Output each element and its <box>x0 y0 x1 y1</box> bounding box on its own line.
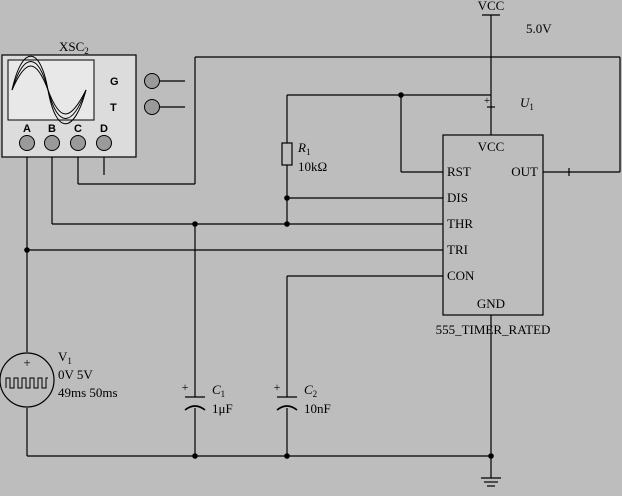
terminal-label: T <box>110 102 117 114</box>
pin-con: CON <box>447 268 475 283</box>
junction-dot <box>284 195 290 201</box>
wires <box>26 14 621 478</box>
pin-thr: THR <box>447 216 473 231</box>
junction-dot <box>284 453 290 459</box>
oscilloscope[interactable]: XSC2 G T A B C D <box>1 39 160 158</box>
timer-ref-label: U1 <box>520 95 534 112</box>
scope-terminal-a[interactable]: A <box>19 123 35 151</box>
junction-dot <box>24 247 30 253</box>
cap-plate-curved <box>184 405 206 411</box>
scope-terminal-g[interactable]: G <box>110 73 160 89</box>
pin-gnd: GND <box>477 296 505 311</box>
scope-terminal-t[interactable]: T <box>110 99 160 115</box>
c1-plus: + <box>182 380 189 394</box>
capacitor-c1[interactable]: + C1 1μF <box>182 380 233 416</box>
cap-plate-curved <box>276 405 298 411</box>
c1-ref-label: C1 <box>212 382 225 399</box>
scope-label: XSC2 <box>59 39 89 56</box>
timer-body <box>442 134 544 316</box>
pin-out: OUT <box>511 164 538 179</box>
terminal-label: C <box>74 123 82 135</box>
capacitor-c2[interactable]: + C2 10nF <box>274 380 331 416</box>
scope-terminal-d[interactable]: D <box>96 123 112 151</box>
junction-dot <box>488 453 494 459</box>
ground-icon <box>481 477 501 487</box>
junctions <box>24 92 494 459</box>
pin-vcc: VCC <box>478 139 505 154</box>
terminal-label: B <box>48 123 56 135</box>
pin-dis: DIS <box>447 190 468 205</box>
terminal-label: G <box>110 76 119 88</box>
r1-ref-label: R1 <box>297 140 310 157</box>
junction-dot <box>192 453 198 459</box>
c2-ref-label: C2 <box>304 382 317 399</box>
v1-plus: + <box>23 355 30 370</box>
source-body <box>0 352 55 408</box>
terminal-label: A <box>23 123 31 135</box>
junction-dot <box>398 92 404 98</box>
pin-tri: TRI <box>447 242 468 257</box>
c2-plus: + <box>274 380 281 394</box>
sine-wave-icon <box>11 56 87 124</box>
timer-part-label: 555_TIMER_RATED <box>436 322 551 337</box>
v1-amplitude-label: 0V 5V <box>58 367 93 382</box>
pulse-source-v1[interactable]: + V1 0V 5V 49ms 50ms <box>0 349 118 408</box>
square-wave-icon <box>5 377 48 389</box>
vcc-net-label: VCC <box>478 0 505 13</box>
resistor-body <box>281 142 293 166</box>
scope-terminal-c[interactable]: C <box>70 123 86 151</box>
vcc-voltage-label: 5.0V <box>526 21 552 36</box>
junction-dot <box>192 221 198 227</box>
v1-timing-label: 49ms 50ms <box>58 385 118 400</box>
v1-ref-label: V1 <box>58 349 72 366</box>
timer-555[interactable]: U1 + VCC RST OUT DIS THR TRI CON GND 555… <box>436 95 551 337</box>
c1-value-label: 1μF <box>212 401 233 416</box>
scope-terminal-b[interactable]: B <box>44 123 60 151</box>
pin-rst: RST <box>447 164 471 179</box>
vcc-pin-plus: + <box>484 95 490 107</box>
c2-value-label: 10nF <box>304 401 331 416</box>
resistor-r1[interactable]: R1 10kΩ <box>281 140 327 174</box>
terminal-label: D <box>100 123 108 135</box>
junction-dot <box>284 221 290 227</box>
r1-value-label: 10kΩ <box>298 159 327 174</box>
